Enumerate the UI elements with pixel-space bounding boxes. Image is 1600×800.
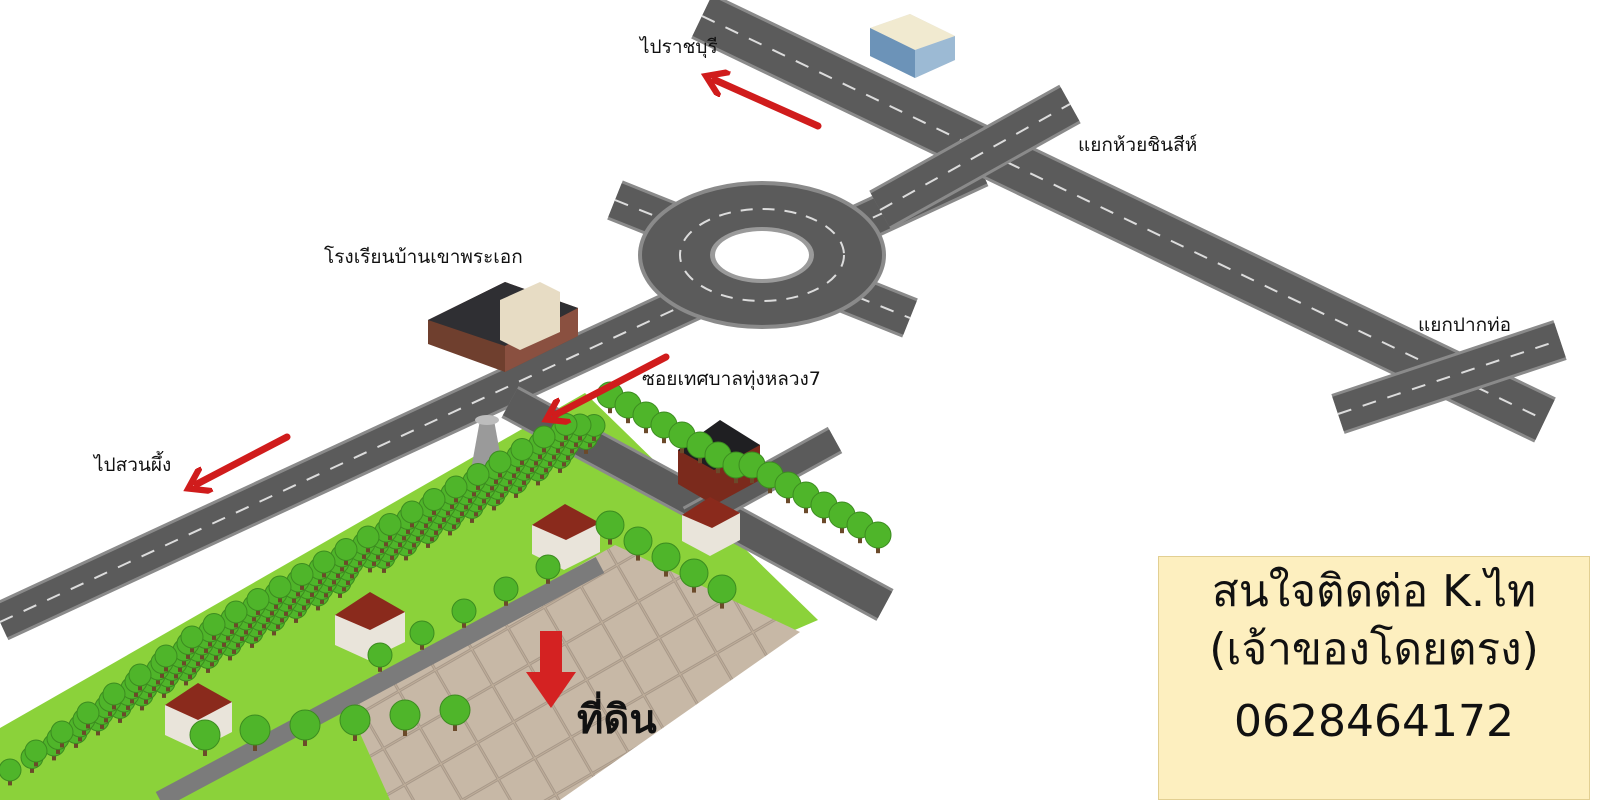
label-huai-chin-si-junction: แยกห้วยชินสีห์ — [1078, 134, 1198, 156]
arrow-to-suan-phueng — [197, 433, 291, 484]
label-to-ratchaburi: ไปราชบุรี — [640, 36, 718, 58]
house-2 — [682, 497, 740, 556]
house-1 — [532, 504, 600, 570]
arrow-to-land — [526, 631, 576, 708]
contact-box: สนใจติดต่อ K.ไท (เจ้าของโดยตรง) 06284641… — [1158, 556, 1590, 800]
arrow-to-ratchaburi — [715, 80, 822, 130]
cross-road-pak-tho — [1331, 320, 1567, 434]
contact-line-2: (เจ้าของโดยตรง) — [1209, 624, 1539, 675]
label-pak-tho-junction: แยกปากท่อ — [1418, 314, 1512, 336]
label-school: โรงเรียนบ้านเขาพระเอก — [324, 246, 523, 268]
roundabout — [638, 181, 886, 329]
arrow-to-soi — [555, 353, 670, 415]
office-building — [870, 14, 955, 78]
house-3 — [335, 592, 405, 660]
contact-phone: 0628464172 — [1234, 696, 1514, 747]
orchard-trees — [0, 381, 892, 786]
label-land: ที่ดิน — [577, 697, 657, 743]
cross-road-huai-chin-si — [869, 84, 1081, 230]
contact-line-1: สนใจติดต่อ K.ไท — [1211, 566, 1537, 617]
farm-lane — [155, 557, 605, 800]
label-soi: ซอยเทศบาลทุ่งหลวง7 — [642, 368, 821, 390]
highway — [691, 0, 1556, 443]
school-building — [428, 282, 578, 372]
label-to-suan-phueng: ไปสวนผึ้ง — [94, 454, 172, 476]
